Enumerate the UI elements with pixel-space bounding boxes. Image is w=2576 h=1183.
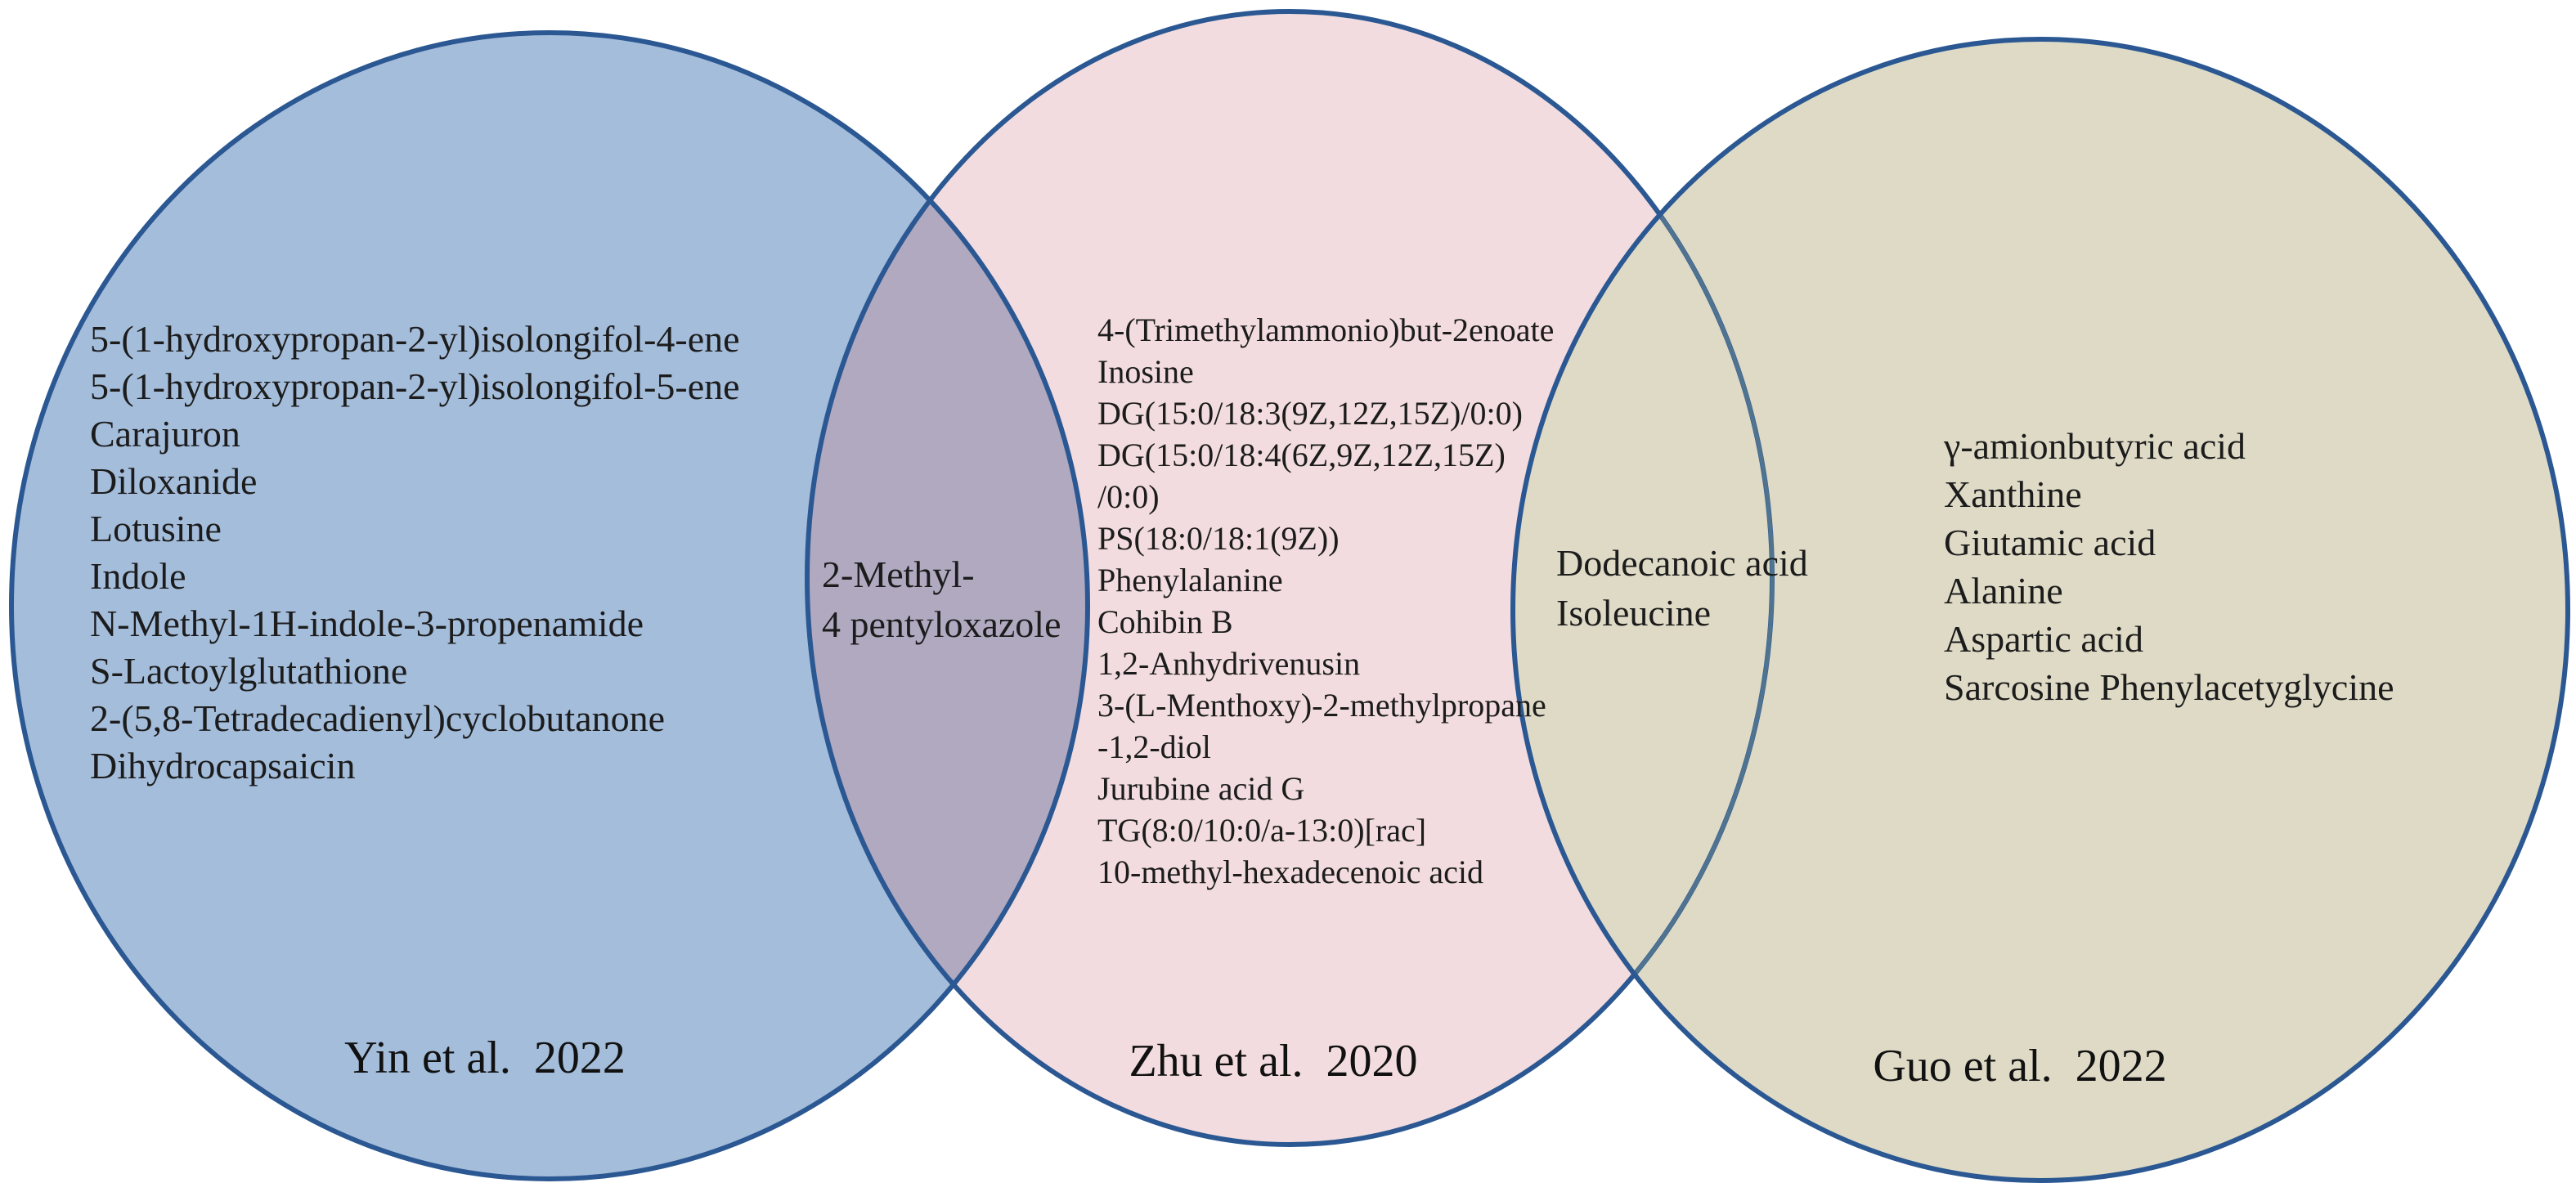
compound: -1,2-diol — [1097, 728, 1211, 765]
compound: 2-(5,8-Tetradecadienyl)cyclobutanone — [90, 697, 666, 739]
compound: Cohibin B — [1097, 603, 1233, 640]
yin-circle-label: Yin et al. 2022 — [344, 1033, 626, 1083]
compound: Alanine — [1944, 570, 2063, 612]
compound: Dodecanoic acid — [1556, 542, 1808, 584]
compound: Aspartic acid — [1944, 618, 2143, 660]
compound: Carajuron — [90, 413, 240, 455]
compound: Dihydrocapsaicin — [90, 745, 356, 786]
guo-circle-outline — [1510, 37, 2570, 1183]
guo-compound-list: γ-amionbutyric acid Xanthine Giutamic ac… — [1944, 422, 2394, 711]
compound: 4 pentyloxazole — [822, 603, 1061, 645]
zhu-guo-shared-list: Dodecanoic acid Isoleucine — [1556, 538, 1808, 638]
compound: Isoleucine — [1556, 592, 1712, 634]
zhu-compound-list: 4-(Trimethylammonio)but-2enoate Inosine … — [1097, 309, 1554, 893]
compound: 10-methyl-hexadecenoic acid — [1097, 854, 1483, 890]
compound: 3-(L-Menthoxy)-2-methylpropane — [1097, 687, 1546, 724]
compound: γ-amionbutyric acid — [1944, 425, 2246, 467]
compound: DG(15:0/18:4(6Z,9Z,12Z,15Z) — [1097, 437, 1506, 473]
compound: N-Methyl-1H-indole-3-propenamide — [90, 603, 644, 644]
zhu-guo-overlap — [1513, 39, 2568, 1181]
guo-circle-label: Guo et al. 2022 — [1873, 1041, 2167, 1091]
compound: 5-(1-hydroxypropan-2-yl)isolongifol-5-en… — [90, 365, 740, 407]
compound: 1,2-Anhydrivenusin — [1097, 645, 1361, 682]
compound: TG(8:0/10:0/a-13:0)[rac] — [1097, 812, 1427, 849]
yin-compound-list: 5-(1-hydroxypropan-2-yl)isolongifol-4-en… — [90, 316, 740, 790]
compound: Sarcosine Phenylacetyglycine — [1944, 666, 2394, 708]
compound: Giutamic acid — [1944, 522, 2156, 563]
zhu-circle-outline-in-guo — [1513, 39, 1775, 1147]
yin-circle-fill — [11, 33, 1088, 1179]
compound: Indole — [90, 555, 186, 597]
compound: 2-Methyl- — [822, 553, 975, 595]
compound: Inosine — [1097, 353, 1194, 390]
compound: /0:0) — [1097, 478, 1160, 515]
compound: 5-(1-hydroxypropan-2-yl)isolongifol-4-en… — [90, 318, 740, 360]
compound: DG(15:0/18:3(9Z,12Z,15Z)/0:0) — [1097, 395, 1523, 432]
compound: 4-(Trimethylammonio)but-2enoate — [1097, 311, 1555, 348]
compound: Diloxanide — [90, 460, 258, 502]
compound: S-Lactoylglutathione — [90, 650, 408, 692]
zhu-circle-fill — [807, 11, 1772, 1145]
zhu-circle-label: Zhu et al. 2020 — [1129, 1036, 1418, 1087]
yin-circle-outline — [9, 30, 1090, 1181]
compound: Jurubine acid G — [1097, 770, 1305, 807]
compound: Lotusine — [90, 508, 222, 549]
yin-zhu-shared-list: 2-Methyl- 4 pentyloxazole — [822, 549, 1061, 649]
compound: Xanthine — [1944, 473, 2082, 515]
compound: PS(18:0/18:1(9Z)) — [1097, 520, 1340, 557]
compound: Phenylalanine — [1097, 562, 1283, 598]
